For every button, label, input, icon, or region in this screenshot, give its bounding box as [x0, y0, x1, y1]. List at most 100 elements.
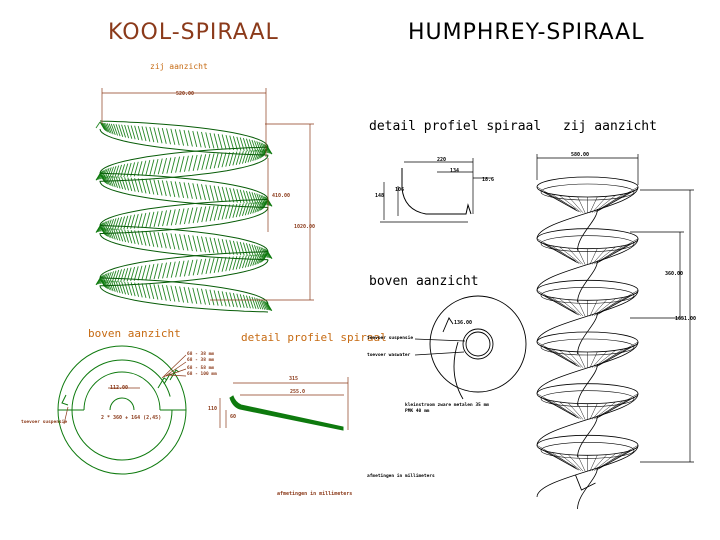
kool-helix-hatch	[157, 263, 163, 279]
kool-helix-hatch	[102, 174, 108, 184]
kool-helix-hatch	[121, 176, 127, 190]
kool-helix-hatch	[145, 231, 151, 247]
kool-helix-hatch	[258, 201, 263, 212]
kool-title: KOOL-SPIRAAL	[108, 20, 279, 45]
kool-helix-hatch	[133, 213, 139, 229]
humphrey-turn-sweep	[536, 445, 639, 498]
kool-helix-hatch	[137, 230, 143, 246]
kool-helix-hatch	[145, 212, 151, 228]
kool-helix-hatch	[166, 232, 171, 249]
kool-top-core	[109, 397, 135, 411]
humphrey-prof-mid-dim: 134	[450, 168, 460, 174]
kool-helix-hatch	[110, 228, 116, 240]
kool-helix-hatch	[161, 127, 167, 144]
kool-units-note: afmetingen in millimeters	[277, 491, 353, 497]
humphrey-turn-rib	[545, 347, 578, 367]
kool-helix-hatch	[174, 129, 180, 146]
kool-helix-hatch	[115, 228, 121, 241]
kool-helix-hatch	[175, 261, 181, 278]
kool-helix-hatch	[267, 147, 273, 155]
kool-helix-hatch	[217, 290, 223, 307]
humphrey-turn-rib	[551, 348, 580, 368]
humphrey-turn-rib	[599, 395, 638, 417]
kool-helix-hatch	[141, 126, 147, 142]
kool-helix-hatch	[103, 279, 109, 290]
kool-helix-hatch	[114, 269, 120, 283]
kool-helix-hatch	[239, 241, 245, 256]
kool-helix-hatch	[137, 265, 143, 281]
humphrey-turn-rib	[577, 300, 586, 317]
kool-helix-hatch	[134, 177, 140, 193]
kool-helix-hatch	[201, 131, 206, 148]
kool-helix-hatch	[108, 123, 114, 135]
kool-helix-hatch	[149, 231, 155, 247]
kool-helix-hatch	[157, 210, 163, 227]
kool-helix-hatch	[221, 256, 227, 272]
kool-helix-hatch	[209, 153, 215, 169]
kool-helix-hatch	[118, 124, 124, 137]
kool-helix-hatch	[105, 227, 110, 238]
kool-helix-hatch	[225, 134, 231, 150]
kool-helix-hatch	[221, 134, 227, 150]
kool-helix-hatch	[247, 254, 253, 268]
humphrey-top-view-label: boven aanzicht	[369, 274, 479, 289]
kool-helix-hatch	[244, 202, 250, 216]
humphrey-turn-rib	[577, 196, 586, 214]
kool-helix-hatch	[267, 200, 273, 207]
kool-helix-hatch	[263, 248, 269, 258]
kool-helix-hatch	[115, 124, 121, 137]
kool-helix-hatch	[123, 268, 129, 282]
kool-helix-hatch	[248, 139, 254, 152]
kool-helix-hatch	[161, 284, 167, 301]
kool-helix-hatch	[141, 178, 147, 194]
humphrey-turn-rib	[551, 452, 580, 471]
humphrey-turn-sweep	[536, 186, 639, 239]
kool-helix-hatch	[141, 212, 147, 228]
kool-helix-hatch	[149, 179, 155, 195]
kool-helix-hatch	[157, 232, 163, 248]
kool-width-dim: 520.00	[176, 91, 195, 97]
kool-helix-hatch	[145, 283, 151, 299]
kool-helix-hatch	[103, 227, 109, 237]
kool-helix-hatch	[170, 233, 176, 250]
kool-helix-hatch	[113, 228, 118, 241]
kool-helix-hatch	[95, 174, 101, 181]
kool-helix-hatch	[149, 159, 155, 176]
kool-helix-hatch	[260, 148, 266, 158]
kool-helix-hatch	[114, 217, 120, 231]
kool-legend-leader	[163, 361, 187, 378]
kool-helix-hatch	[134, 230, 140, 245]
humphrey-top-core-outer	[462, 328, 494, 360]
kool-helix-hatch	[170, 261, 176, 278]
kool-helix-hatch	[101, 174, 107, 184]
kool-helix-hatch	[105, 279, 110, 290]
kool-helix-hatch	[170, 209, 176, 226]
kool-helix-hatch	[196, 183, 202, 200]
humphrey-turn-rib	[591, 299, 607, 317]
kool-helix-hatch	[120, 268, 126, 282]
humphrey-turn-rib	[559, 350, 581, 368]
kool-helix-hatch	[260, 299, 266, 310]
kool-helix-edge-top	[99, 120, 269, 305]
humphrey-flows-note-1: kleinstroom zware metalen 35 mm	[405, 403, 489, 408]
kool-helix-hatch	[221, 291, 227, 307]
humphrey-turn-rib	[559, 246, 581, 265]
kool-helix-hatch	[251, 296, 257, 309]
kool-helix-hatch	[99, 169, 105, 180]
kool-helix-hatch	[213, 153, 219, 169]
kool-helix-hatch	[229, 135, 235, 151]
kool-helix-hatch	[137, 125, 143, 141]
humphrey-turn-rib	[559, 453, 581, 471]
kool-helix-hatch	[111, 165, 117, 179]
humphrey-turn-rib	[577, 248, 586, 265]
kool-helix-hatch	[225, 204, 231, 220]
humphrey-suspension-leader	[414, 338, 466, 342]
kool-helix-hatch	[244, 150, 250, 164]
kool-helix-hatch	[179, 234, 185, 251]
kool-spiral-top-view	[57, 345, 187, 475]
kool-helix-hatch	[259, 149, 265, 159]
kool-helix-hatch	[134, 125, 140, 141]
kool-helix-hatch	[162, 157, 167, 174]
kool-top-inner-arc	[83, 371, 161, 411]
